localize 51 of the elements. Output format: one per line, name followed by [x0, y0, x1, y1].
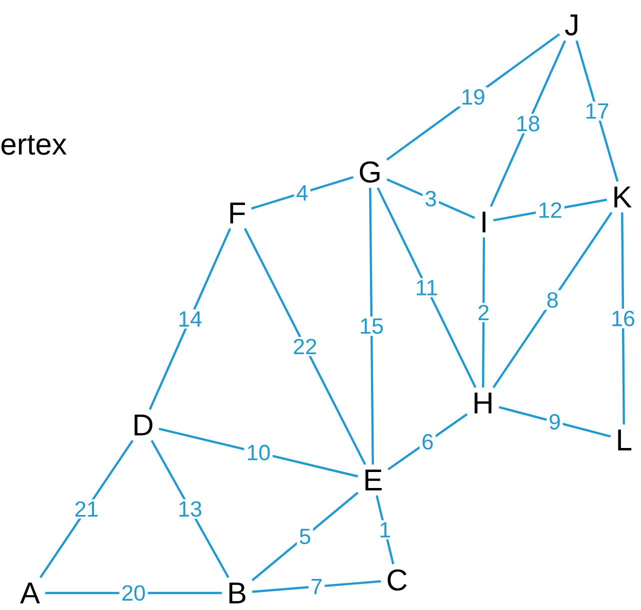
edge-line: [251, 176, 354, 210]
partial-text: ertex: [1, 135, 67, 155]
edge-line: [376, 187, 476, 388]
edge-line: [388, 413, 468, 470]
weight-label: 12: [536, 200, 564, 220]
weight-label: 21: [72, 499, 101, 519]
edge-line: [621, 212, 625, 424]
edge-line: [252, 492, 358, 582]
edge-line: [148, 228, 232, 410]
weight-label: 6: [419, 432, 436, 452]
weight-label: 9: [546, 412, 563, 432]
vertex-label: B: [229, 582, 246, 604]
weight-label: 2: [475, 302, 492, 322]
edge-line: [369, 188, 374, 464]
vertex-label: J: [564, 14, 578, 36]
weight-label: 1: [376, 520, 394, 540]
edge-line: [492, 212, 612, 388]
vertex-label: K: [614, 186, 632, 208]
edge-line: [576, 40, 619, 182]
vertex-label: L: [618, 430, 632, 450]
weight-label: 11: [413, 278, 440, 298]
edge-line: [386, 178, 476, 219]
weight-label: 17: [582, 102, 612, 121]
vertex-label: D: [134, 414, 152, 436]
weight-label: 18: [514, 114, 542, 134]
weight-label: 19: [458, 87, 488, 107]
vertex-label: I: [482, 212, 486, 232]
weight-label: 22: [290, 336, 320, 356]
edge-line: [40, 440, 134, 578]
vertex-label: A: [20, 582, 40, 604]
weight-label: 4: [294, 183, 310, 202]
weight-label: 16: [608, 308, 638, 328]
weight-label: 15: [357, 316, 386, 336]
vertex-label: G: [360, 161, 380, 183]
edge-line: [498, 406, 611, 438]
edge-line: [490, 40, 566, 207]
weight-label: 7: [308, 576, 325, 596]
weight-label: 8: [544, 290, 561, 310]
weight-label: 14: [176, 309, 204, 329]
vertex-label: H: [474, 392, 492, 414]
vertex-label: E: [365, 470, 382, 490]
weight-label: 10: [244, 442, 273, 462]
weight-label: 5: [296, 526, 314, 546]
vertex-label: C: [388, 569, 407, 591]
weight-label: 3: [422, 188, 439, 208]
vertex-label: F: [230, 202, 245, 224]
edge-line: [252, 580, 382, 593]
weight-label: 13: [176, 499, 204, 519]
weight-label: 20: [119, 583, 148, 603]
edge-line: [482, 238, 486, 388]
edge-line: [244, 228, 366, 465]
